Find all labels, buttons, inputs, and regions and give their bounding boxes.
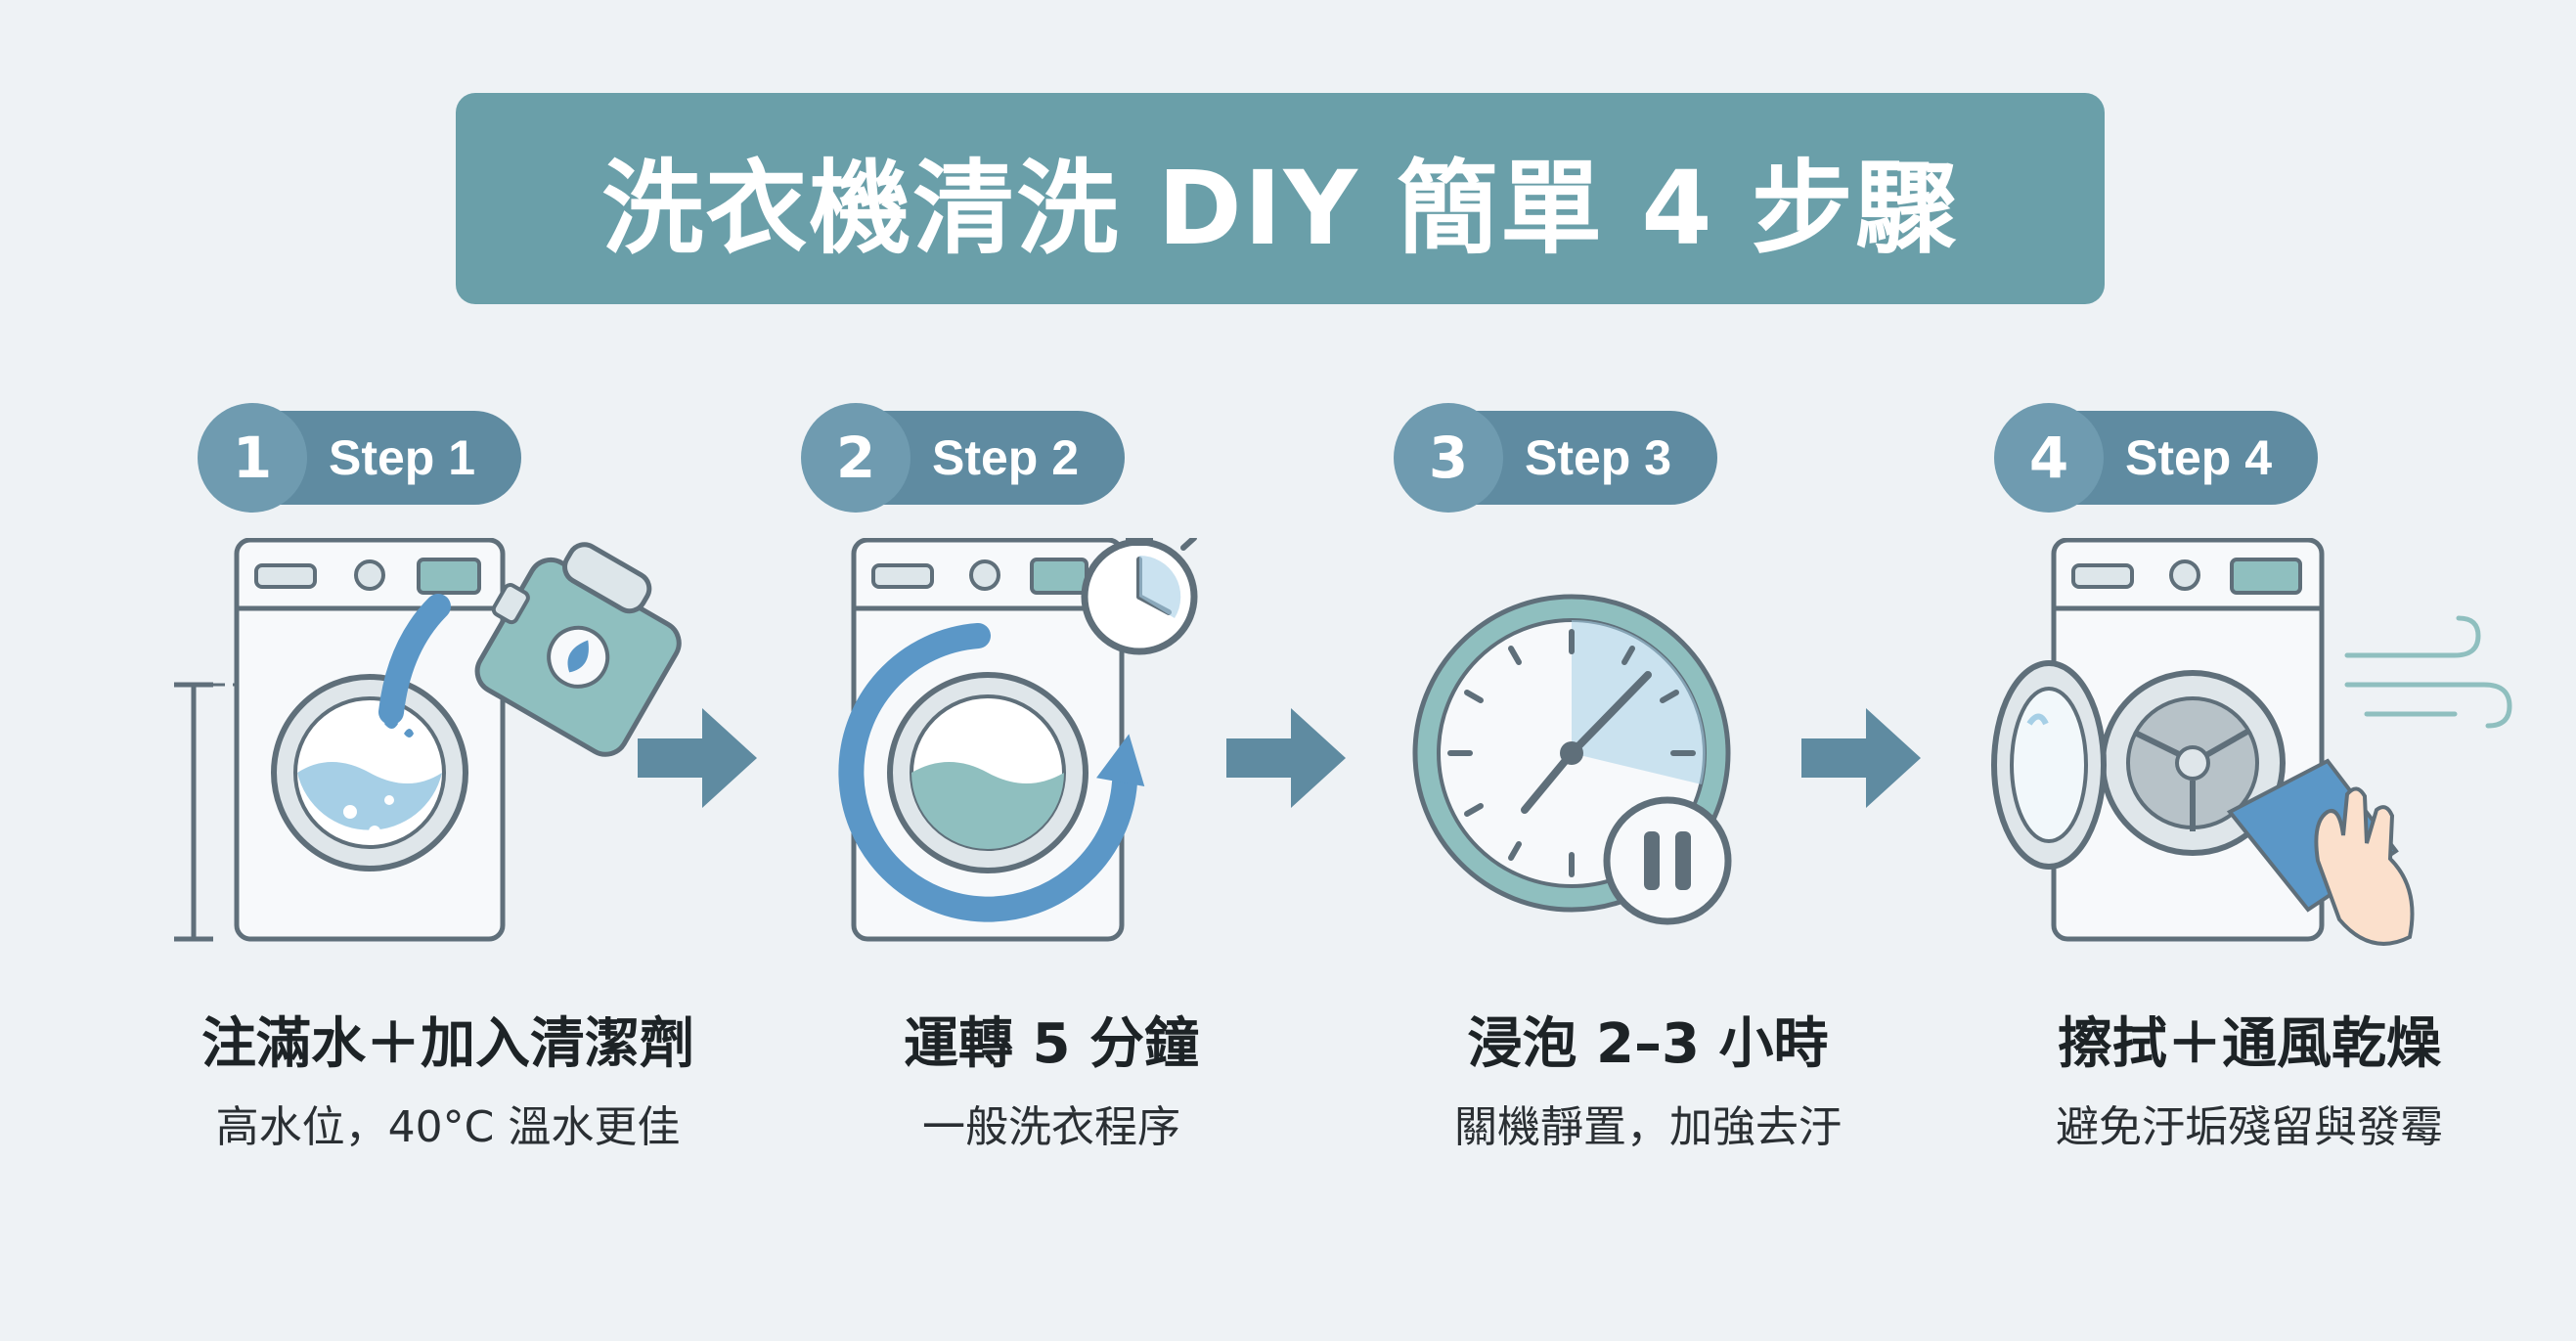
step-badge: 1 Step 1 bbox=[198, 403, 521, 513]
step-4: 4 Step 4 擦拭＋通風乾燥 避免汙垢殘留與發霉 bbox=[1936, 401, 2562, 1164]
title-banner: 洗衣機清洗 DIY 簡單 4 步驟 bbox=[456, 93, 2105, 304]
arrow-right-icon bbox=[1798, 704, 1925, 812]
step-badge: 2 Step 2 bbox=[801, 403, 1125, 513]
step-number: 1 bbox=[198, 403, 307, 513]
step-badge: 3 Step 3 bbox=[1394, 403, 1717, 513]
washer-wipe-dry-icon bbox=[1991, 538, 2512, 946]
step-description: 關機靜置，加強去汙 bbox=[1454, 1102, 1842, 1152]
step-number: 3 bbox=[1394, 403, 1503, 513]
step-2: 2 Step 2 運轉 5 分鐘 一般洗衣程序 bbox=[738, 401, 1364, 1164]
arrow-right-icon bbox=[1222, 704, 1350, 812]
page-title: 洗衣機清洗 DIY 簡單 4 步驟 bbox=[601, 148, 1959, 268]
step-3: 3 Step 3 浸泡 2–3 小時 關機靜置，加強去汙 bbox=[1335, 401, 1961, 1164]
step-badge: 4 Step 4 bbox=[1994, 403, 2318, 513]
step-title: 擦拭＋通風乾燥 bbox=[2058, 1012, 2441, 1076]
step-description: 避免汙垢殘留與發霉 bbox=[2056, 1102, 2443, 1152]
step-number: 4 bbox=[1994, 403, 2104, 513]
step-description: 高水位，40°C 溫水更佳 bbox=[215, 1102, 681, 1152]
step-title: 運轉 5 分鐘 bbox=[904, 1012, 1199, 1076]
step-label: Step 4 bbox=[2125, 430, 2273, 485]
step-number: 2 bbox=[801, 403, 910, 513]
washer-spin-timer-icon bbox=[838, 538, 1198, 942]
step-title: 浸泡 2–3 小時 bbox=[1467, 1012, 1829, 1076]
step-1: 1 Step 1 注滿水＋加入清潔劑 高水位， bbox=[135, 401, 761, 1164]
washer-fill-detergent-icon bbox=[174, 538, 682, 942]
step-label: Step 3 bbox=[1525, 430, 1672, 485]
step-label: Step 1 bbox=[329, 430, 476, 485]
step-description: 一般洗衣程序 bbox=[922, 1102, 1180, 1152]
step-title: 注滿水＋加入清潔劑 bbox=[201, 1012, 694, 1076]
clock-pause-icon bbox=[1412, 594, 1732, 925]
arrow-right-icon bbox=[634, 704, 761, 812]
step-label: Step 2 bbox=[932, 430, 1080, 485]
